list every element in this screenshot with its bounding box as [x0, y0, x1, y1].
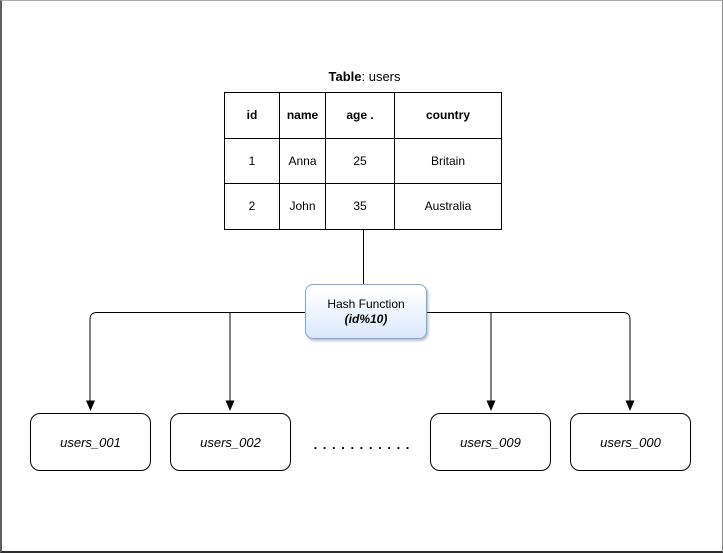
table-cell: 2 [224, 183, 280, 230]
shard-label: users_009 [460, 434, 521, 450]
connector-right-branch [427, 312, 631, 401]
shard-label: users_000 [600, 434, 661, 450]
connector-left-branch [89, 312, 305, 401]
table-row: 2 John 35 Australia [224, 183, 502, 230]
arrowhead-icon [625, 400, 635, 411]
shard-node-users-001: users_001 [30, 413, 151, 471]
shard-label: users_002 [200, 434, 261, 450]
arrowhead-icon [225, 400, 235, 411]
table-header-country: country [394, 92, 502, 139]
table-cell: Anna [279, 137, 326, 184]
shard-node-users-002: users_002 [170, 413, 291, 471]
table-title: Table: users [224, 69, 505, 84]
shard-node-users-000: users_000 [570, 413, 691, 471]
table-cell: 1 [224, 137, 280, 184]
table-header-row: id name age . country [224, 92, 502, 139]
table-header-age: age . [325, 92, 395, 139]
hash-function-formula: (id%10) [344, 311, 388, 326]
table-cell: Britain [394, 137, 502, 184]
hash-function-label: Hash Function [327, 296, 405, 311]
table-header-id: id [224, 92, 280, 139]
arrowhead-icon [86, 400, 95, 411]
table-cell: John [279, 183, 326, 230]
table-cell: 25 [325, 137, 395, 184]
ellipsis-dots: . . . . . . . . . . . [313, 437, 411, 452]
table-header-name: name [279, 92, 326, 139]
shard-label: users_001 [60, 434, 121, 450]
users-table: id name age . country 1 Anna 25 Britain … [224, 92, 502, 230]
hash-function-node: Hash Function (id%10) [305, 284, 427, 339]
table-title-suffix: : users [361, 69, 401, 84]
table-row: 1 Anna 25 Britain [224, 137, 502, 184]
table-cell: 35 [325, 183, 395, 230]
table-cell: Australia [394, 183, 502, 230]
table-title-prefix: Table [328, 69, 362, 84]
arrowhead-icon [486, 400, 496, 411]
shard-node-users-009: users_009 [430, 413, 551, 471]
